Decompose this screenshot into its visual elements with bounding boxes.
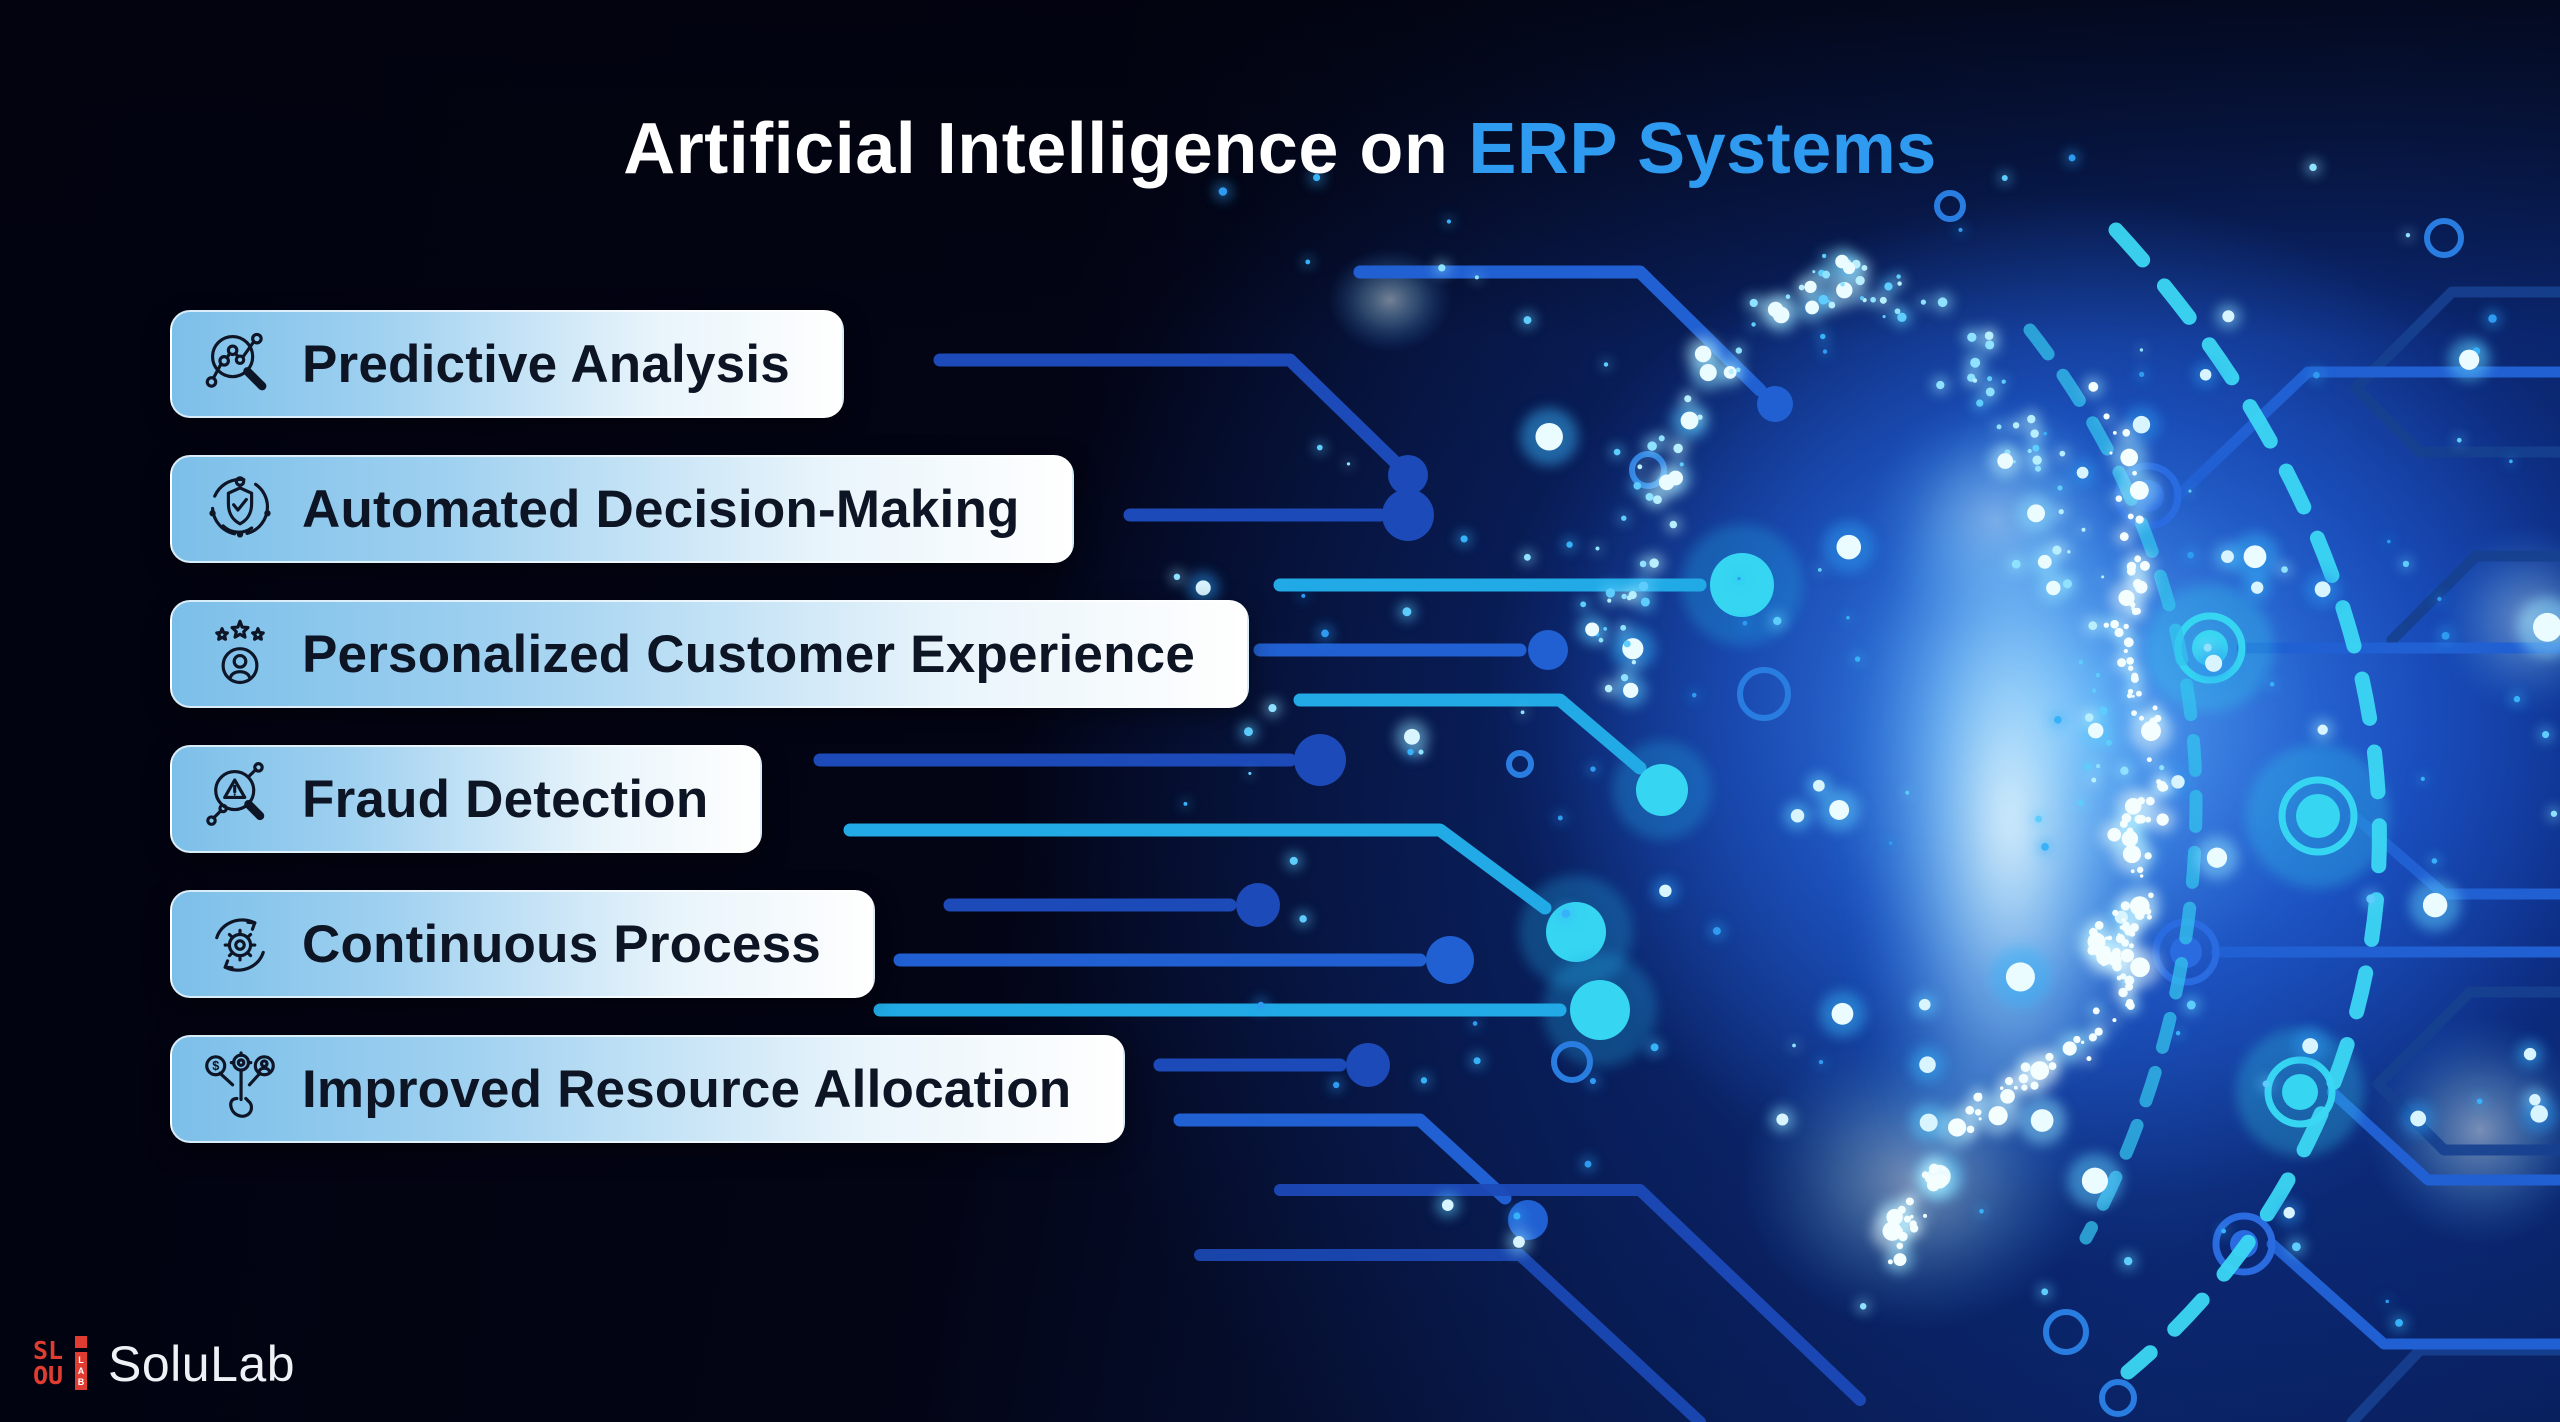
automated-decision-icon [202, 471, 278, 547]
brand-logo: SL OU L A B SoluLab [32, 1334, 295, 1394]
feature-card-continuous-process: Continuous Process [170, 890, 875, 998]
svg-text:SL: SL [33, 1336, 63, 1365]
svg-text:B: B [78, 1377, 85, 1387]
personalized-customer-icon [202, 616, 278, 692]
feature-label: Improved Resource Allocation [302, 1059, 1072, 1119]
title-highlight: ERP Systems [1468, 109, 1937, 189]
feature-label: Automated Decision-Making [302, 479, 1020, 539]
feature-card-personalized-customer-experience: Personalized Customer Experience [170, 600, 1250, 708]
solulab-logo-mark-icon: SL OU L A B [32, 1334, 92, 1394]
feature-card-fraud-detection: Fraud Detection [170, 745, 763, 853]
feature-list: Predictive Analysis Automated Decision-M… [170, 310, 1250, 1143]
feature-card-predictive-analysis: Predictive Analysis [170, 310, 844, 418]
svg-text:A: A [78, 1366, 85, 1376]
feature-card-improved-resource-allocation: $ Improved Resource Allocation [170, 1035, 1126, 1143]
continuous-process-icon [202, 906, 278, 982]
predictive-analysis-icon [202, 326, 278, 402]
resource-allocation-icon: $ [202, 1051, 278, 1127]
title-prefix: Artificial Intelligence on [623, 109, 1449, 189]
feature-label: Personalized Customer Experience [302, 624, 1196, 684]
feature-label: Predictive Analysis [302, 334, 790, 394]
feature-label: Fraud Detection [302, 769, 709, 829]
svg-text:L: L [78, 1355, 84, 1365]
feature-label: Continuous Process [302, 914, 821, 974]
svg-text:OU: OU [33, 1361, 63, 1390]
feature-card-automated-decision-making: Automated Decision-Making [170, 455, 1074, 563]
fraud-detection-icon [202, 761, 278, 837]
brand-name: SoluLab [108, 1336, 295, 1392]
svg-text:$: $ [212, 1059, 219, 1073]
